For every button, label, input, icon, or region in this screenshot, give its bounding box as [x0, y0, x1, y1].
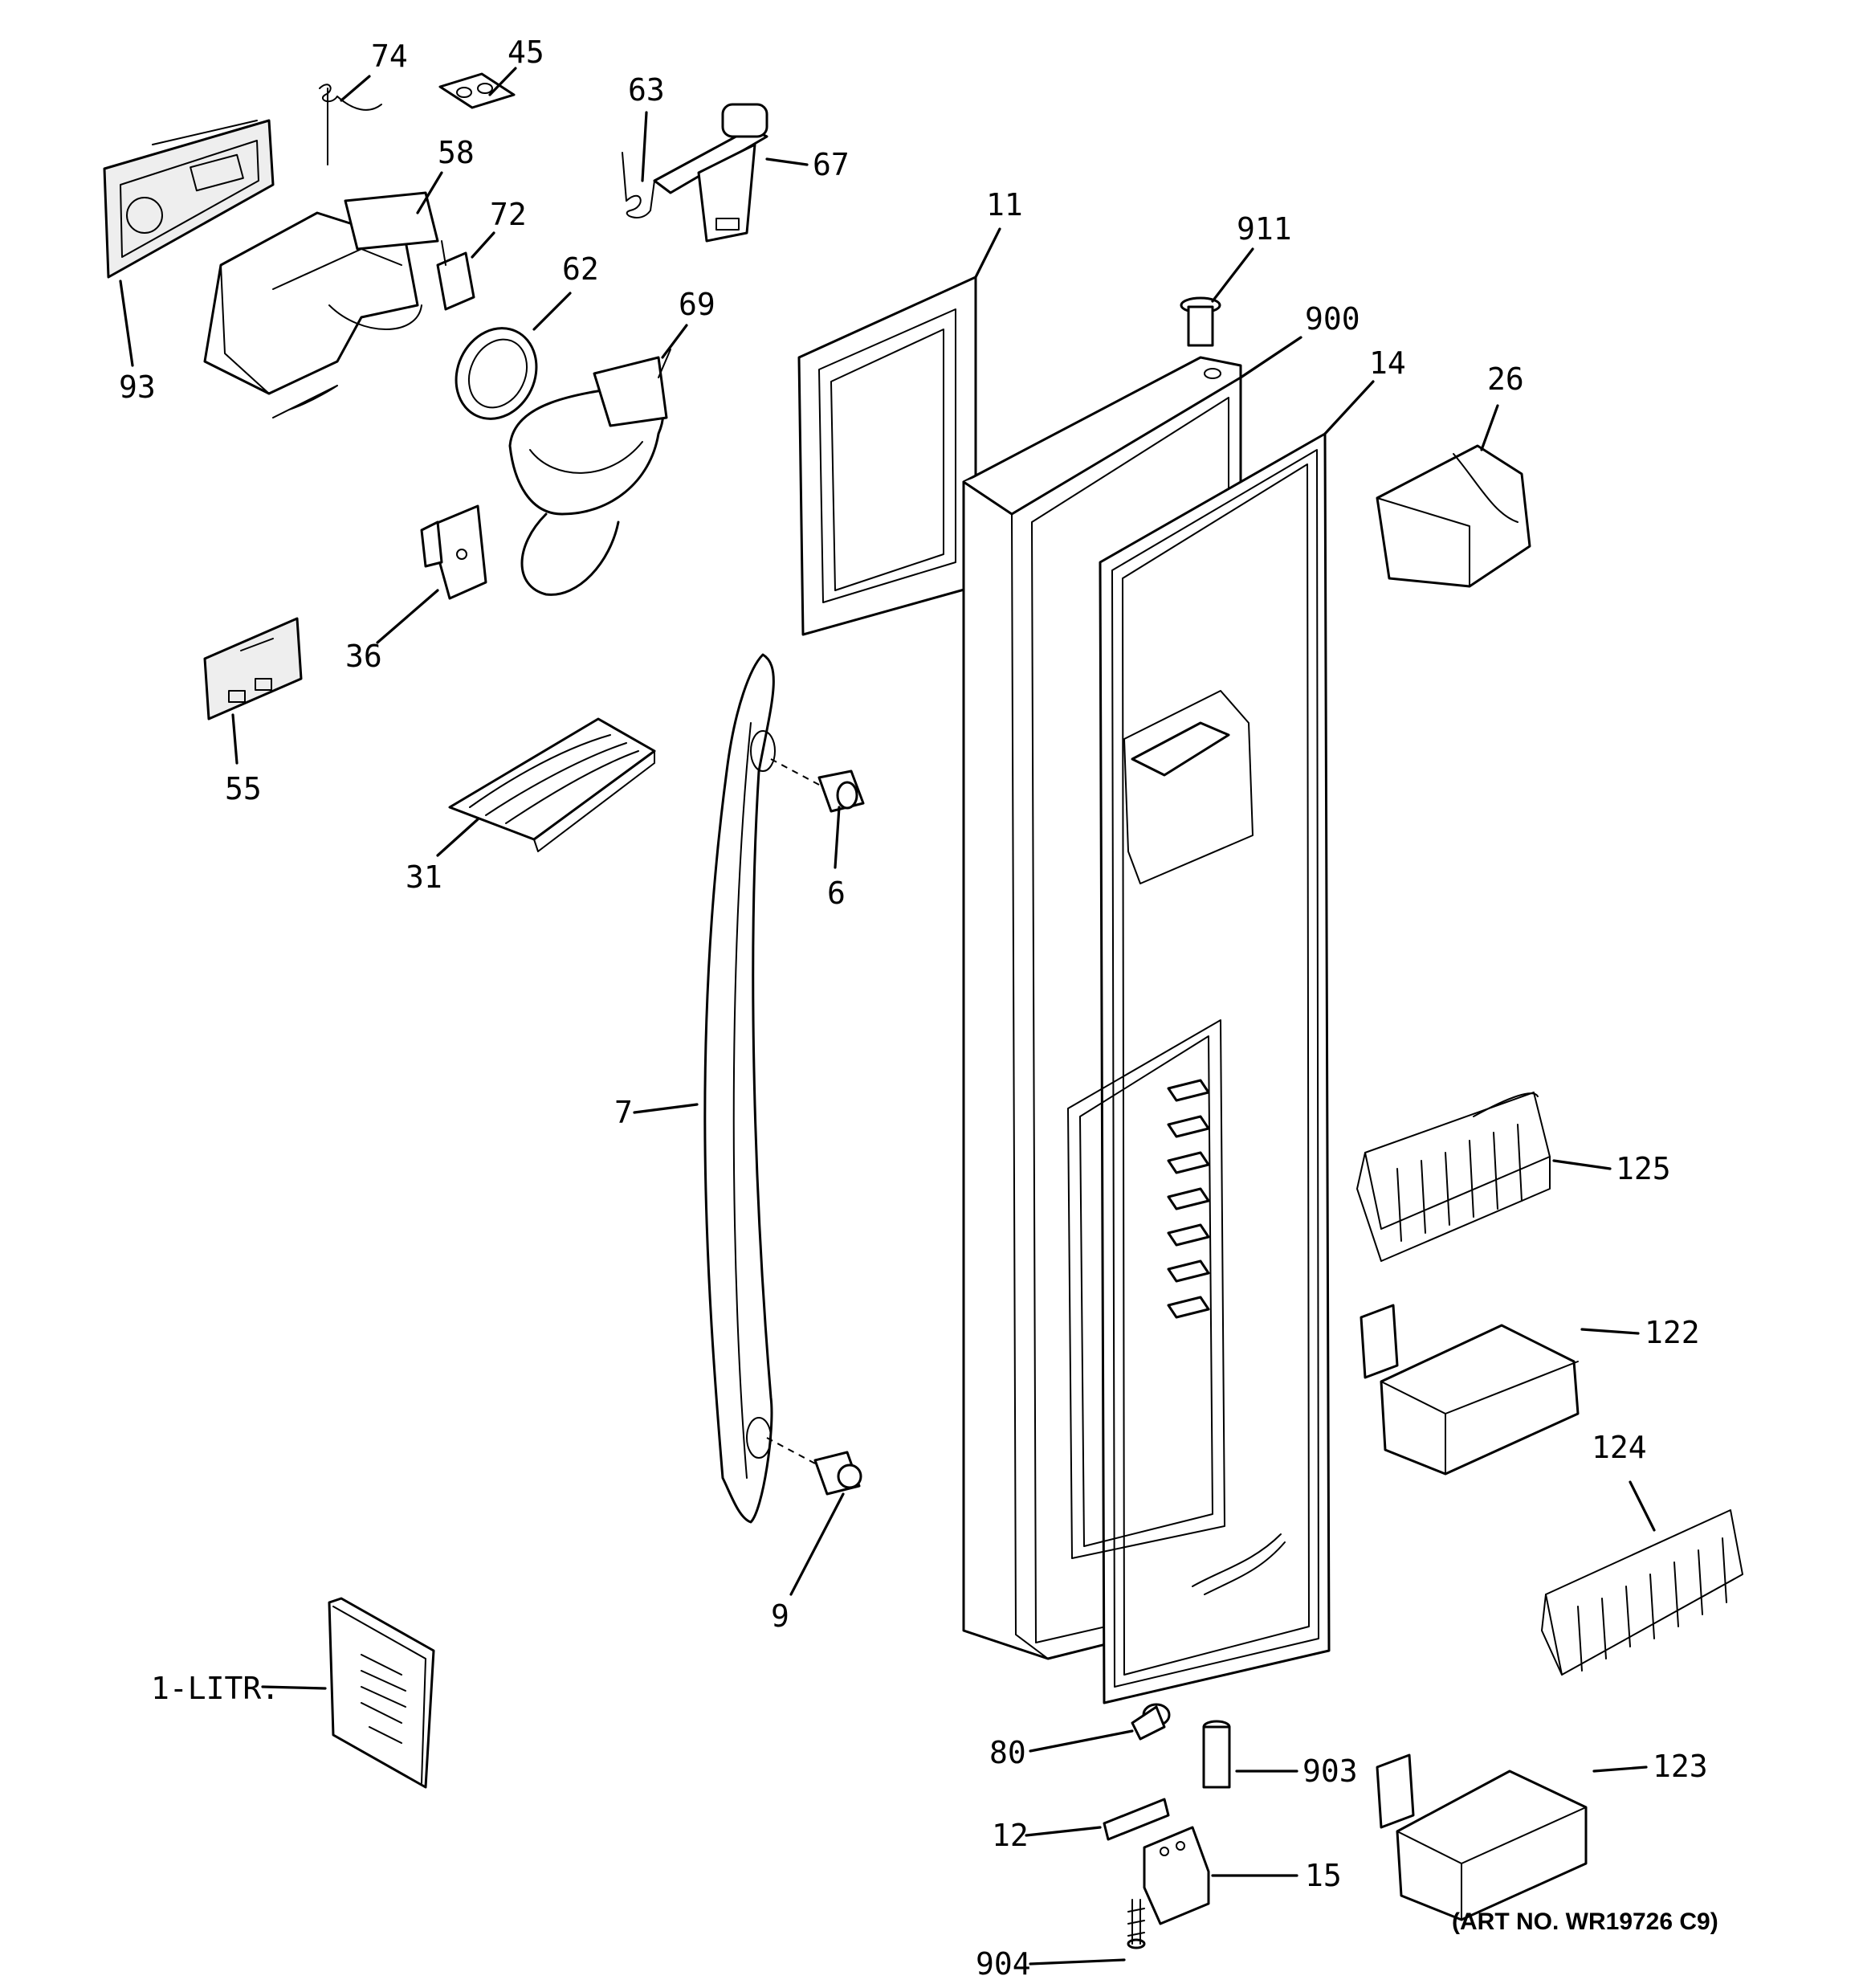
part-31-drip-tray: [448, 717, 656, 852]
callout-14: 14: [1369, 345, 1406, 381]
callout-9: 9: [771, 1598, 789, 1634]
part-6-screw: [770, 758, 865, 813]
door-shelf-pegs: [1167, 1079, 1210, 1319]
part-67-actuator-arm: [653, 103, 768, 243]
part-125-wire-basket: [1356, 1092, 1551, 1262]
part-69-ice-chute: [508, 349, 671, 596]
callout-74: 74: [371, 39, 408, 74]
callout-72: 72: [490, 197, 527, 232]
part-62-motor-ring: [455, 327, 538, 420]
callout-904: 904: [976, 1946, 1031, 1982]
part-904-screw: [1127, 1899, 1146, 1949]
callout-93: 93: [119, 369, 156, 405]
callout-122: 122: [1645, 1315, 1700, 1350]
callout-123: 123: [1653, 1749, 1708, 1784]
callout-900: 900: [1305, 301, 1360, 337]
callout-67: 67: [813, 147, 850, 182]
leader-lines: [119, 67, 1656, 1966]
callout-903: 903: [1302, 1753, 1358, 1789]
part-124-wire-basket: [1541, 1509, 1743, 1676]
callout-labels: 74 45 63 67 58 72 11 911 62 69 900 14 26…: [119, 35, 1718, 1982]
part-9-screw: [766, 1437, 862, 1496]
part-93-control-panel: [103, 119, 275, 279]
part-45-bracket: [438, 72, 516, 109]
part-903-hinge-pin: [1202, 1720, 1231, 1789]
part-1-litr-booklet: [328, 1597, 435, 1789]
part-26-dairy-cover: [1376, 444, 1531, 588]
callout-125: 125: [1616, 1151, 1671, 1186]
callout-80: 80: [989, 1735, 1026, 1770]
part-7-door-handle: [703, 653, 776, 1524]
callout-911: 911: [1237, 211, 1292, 247]
callout-69: 69: [679, 287, 715, 322]
callout-7: 7: [614, 1095, 633, 1130]
art-number: (ART NO. WR19726 C9): [1452, 1908, 1718, 1935]
callout-36: 36: [345, 639, 382, 674]
callout-63: 63: [628, 72, 665, 108]
part-63-coil-spring: [622, 152, 655, 218]
part-74-spring: [319, 84, 382, 165]
part-72-switch: [436, 240, 475, 311]
part-36-switch-bracket: [420, 504, 487, 600]
part-12-hinge-shim: [1103, 1798, 1170, 1841]
part-15-bottom-hinge: [1143, 1826, 1210, 1925]
callout-26: 26: [1487, 361, 1524, 397]
callout-15: 15: [1305, 1858, 1342, 1893]
callout-62: 62: [562, 251, 599, 287]
callout-124: 124: [1592, 1430, 1647, 1465]
part-55-circuit-board: [203, 617, 303, 720]
part-122-door-bin: [1360, 1304, 1580, 1476]
callout-11: 11: [986, 187, 1023, 222]
part-11-dispenser-frame: [797, 276, 977, 636]
callout-45: 45: [508, 35, 544, 70]
part-58-dispenser-housing: [203, 191, 439, 418]
part-80-plug: [1131, 1703, 1171, 1741]
callout-55: 55: [225, 771, 262, 806]
door-wire-harness: [1192, 1533, 1286, 1595]
callout-58: 58: [438, 135, 475, 170]
callout-6: 6: [827, 876, 846, 911]
part-123-door-bin: [1376, 1753, 1588, 1921]
door-dispenser-recess: [1067, 690, 1254, 1559]
callout-12: 12: [992, 1818, 1029, 1853]
callout-1-litr: 1-LITR.: [151, 1671, 279, 1706]
part-14-door-gasket: [1099, 432, 1331, 1704]
callout-31: 31: [406, 859, 442, 895]
part-911-bushing: [1180, 296, 1221, 347]
